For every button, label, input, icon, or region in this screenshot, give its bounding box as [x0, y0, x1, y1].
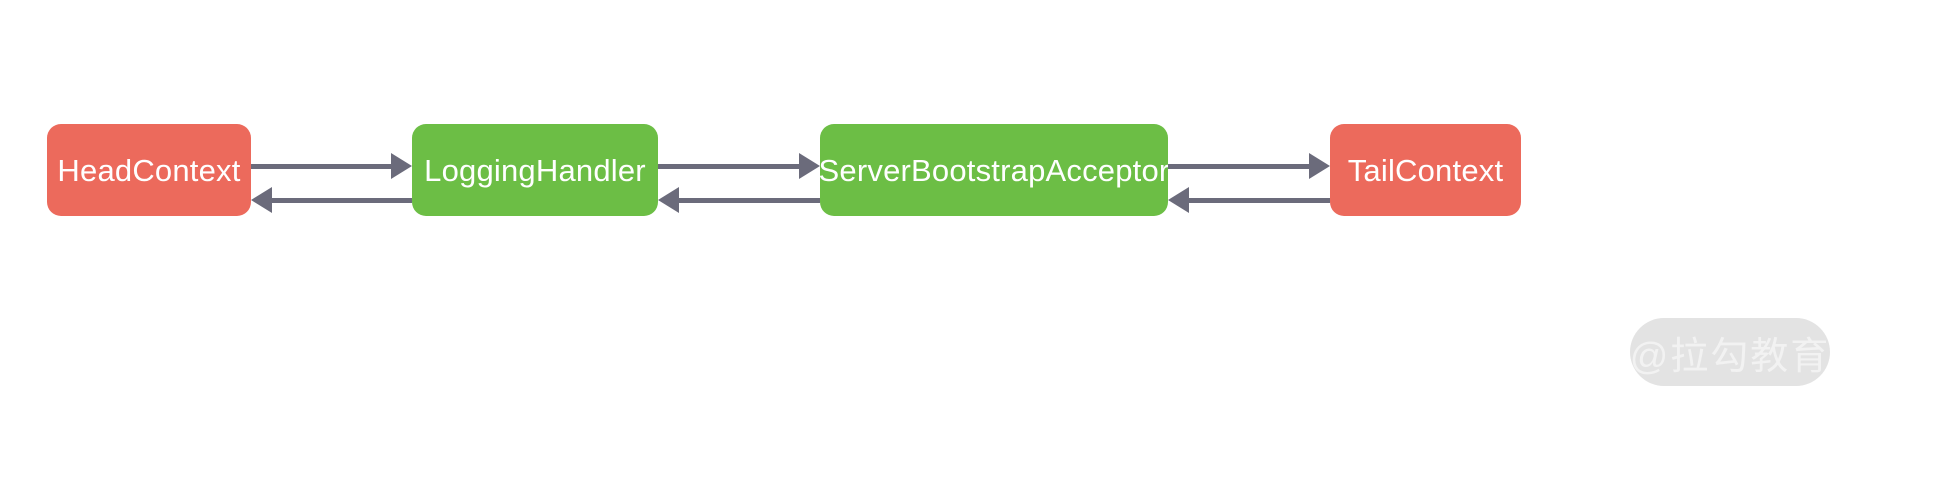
node-head-context[interactable]: HeadContext	[47, 124, 251, 216]
arrow-head-icon	[658, 187, 679, 213]
connector-line	[658, 164, 800, 169]
node-tail-context[interactable]: TailContext	[1330, 124, 1521, 216]
node-label-server-bootstrap-acceptor: ServerBootstrapAcceptor	[818, 152, 1170, 188]
node-label-logging-handler: LoggingHandler	[424, 152, 646, 188]
connector-tail-to-acceptor	[1168, 187, 1330, 213]
connector-line	[271, 198, 412, 203]
connector-line	[678, 198, 820, 203]
node-logging-handler[interactable]: LoggingHandler	[412, 124, 658, 216]
arrow-head-icon	[391, 153, 412, 179]
watermark-badge: @拉勾教育	[1630, 318, 1830, 386]
arrow-head-icon	[251, 187, 272, 213]
connector-logging-to-acceptor	[658, 153, 820, 179]
connector-acceptor-to-tail	[1168, 153, 1330, 179]
connector-logging-to-head	[251, 187, 412, 213]
node-label-tail-context: TailContext	[1347, 152, 1504, 188]
arrow-head-icon	[1309, 153, 1330, 179]
connector-line	[1188, 198, 1330, 203]
arrow-head-icon	[799, 153, 820, 179]
connector-head-to-logging	[251, 153, 412, 179]
watermark-text: @拉勾教育	[1629, 335, 1831, 378]
connector-acceptor-to-logging	[658, 187, 820, 213]
node-label-head-context: HeadContext	[57, 152, 241, 188]
node-server-bootstrap-acceptor[interactable]: ServerBootstrapAcceptor	[819, 124, 1169, 216]
connector-line	[251, 164, 392, 169]
connector-line	[1168, 164, 1310, 169]
arrow-head-icon	[1168, 187, 1189, 213]
